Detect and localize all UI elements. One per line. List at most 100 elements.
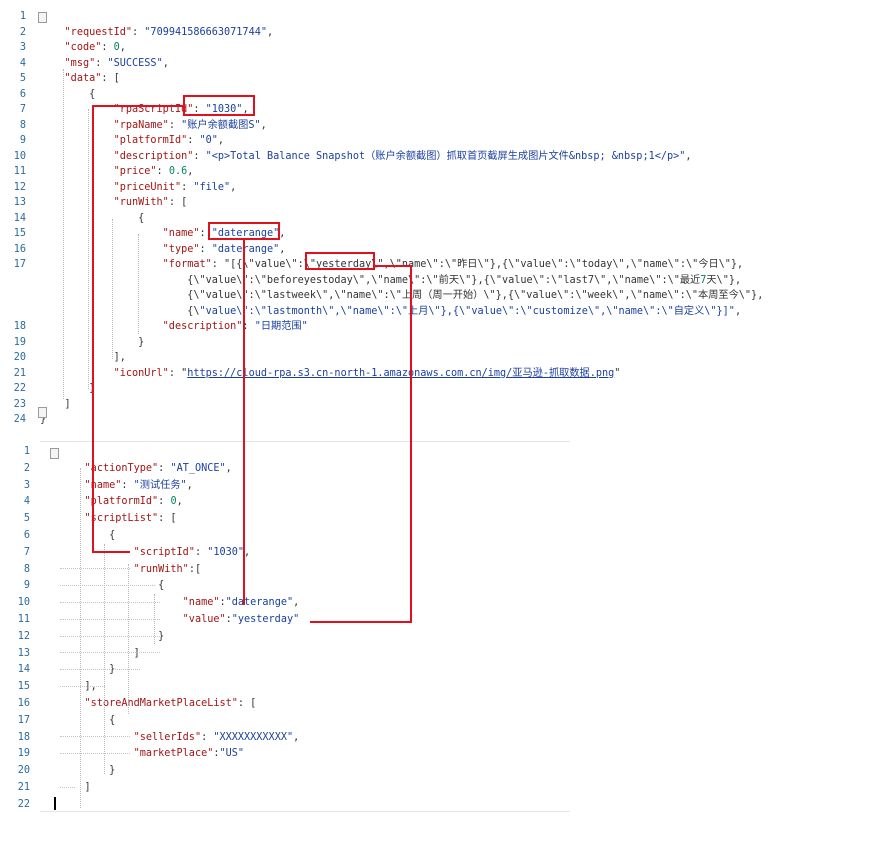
code-text: "msg": "SUCCESS", bbox=[64, 57, 169, 69]
code-line[interactable]: 17 "format": "[{\"value\":\"yesterday\",… bbox=[0, 257, 883, 272]
code-line[interactable]: 4 "platformId": 0, bbox=[0, 494, 570, 509]
code-line[interactable]: 21 ] bbox=[0, 780, 570, 795]
code-line[interactable]: 20 } bbox=[0, 763, 570, 778]
line-number: 2 bbox=[23, 462, 30, 474]
code-line[interactable]: 6 { bbox=[0, 87, 883, 102]
code-line[interactable]: 12 } bbox=[0, 629, 570, 644]
code-line[interactable]: 11 "price": 0.6, bbox=[0, 164, 883, 179]
code-line[interactable]: 1 bbox=[0, 9, 883, 24]
code-text: } bbox=[40, 383, 96, 394]
code-text: { bbox=[138, 212, 145, 224]
code-line[interactable]: 8 "rpaName": "账户余额截图S", bbox=[0, 118, 883, 133]
code-line[interactable]: 22 bbox=[0, 797, 570, 812]
code-line[interactable]: 19 "marketPlace":"US" bbox=[0, 746, 570, 761]
code-text: {\"value\":\"lastweek\",\"name\":\"上周（周一… bbox=[40, 290, 764, 301]
code-line[interactable]: {\"value\":\"beforeyestoday\",\"name\":\… bbox=[0, 273, 883, 288]
code-line[interactable]: 12 "priceUnit": "file", bbox=[0, 180, 883, 195]
indent-guide bbox=[88, 109, 89, 389]
whitespace-marker bbox=[60, 585, 155, 586]
code-text: ], bbox=[40, 352, 126, 363]
line-number: 6 bbox=[23, 530, 30, 541]
code-line[interactable]: {\"value\":\"lastmonth\",\"name\":\"上月\"… bbox=[0, 304, 883, 319]
code-line[interactable]: 7 "scriptId": "1030", bbox=[0, 545, 570, 560]
line-number: 12 bbox=[13, 181, 26, 193]
code-line[interactable]: 16 "type": "daterange", bbox=[0, 242, 883, 257]
code-line[interactable]: 11 "value":"yesterday" bbox=[0, 612, 570, 627]
value-yesterday-highlight-box bbox=[305, 252, 375, 270]
code-line[interactable]: 15 "name": "daterange", bbox=[0, 226, 883, 241]
code-line[interactable]: 13 "runWith": [ bbox=[0, 195, 883, 210]
code-text: "description": "<p>Total Balance Snapsho… bbox=[113, 150, 692, 162]
code-text: "sellerIds": "XXXXXXXXXXX", bbox=[133, 731, 300, 743]
code-line[interactable]: 3 "code": 0, bbox=[0, 40, 883, 55]
code-line[interactable]: 21 "iconUrl": "https://cloud-rpa.s3.cn-n… bbox=[0, 366, 883, 381]
indent-guide bbox=[128, 564, 129, 714]
connector-line bbox=[410, 265, 412, 623]
code-text: "platformId": "0", bbox=[113, 135, 225, 146]
code-text: "storeAndMarketPlaceList": [ bbox=[84, 698, 257, 709]
line-number: 8 bbox=[23, 563, 30, 575]
code-line[interactable]: 16 "storeAndMarketPlaceList": [ bbox=[0, 696, 570, 711]
line-number: 21 bbox=[13, 367, 26, 379]
line-number: 13 bbox=[13, 197, 26, 208]
code-line[interactable]: 20 ], bbox=[0, 350, 883, 365]
code-line[interactable]: 2 "requestId": "709941586663071744", bbox=[0, 25, 883, 40]
code-line[interactable]: 23 ] bbox=[0, 397, 883, 412]
line-number: 14 bbox=[13, 212, 26, 224]
code-line[interactable]: 14 { bbox=[0, 211, 883, 226]
line-number: 10 bbox=[13, 150, 26, 162]
code-line[interactable]: 9 "platformId": "0", bbox=[0, 133, 883, 148]
code-line[interactable]: 24} bbox=[0, 412, 883, 427]
code-line[interactable]: 18 "description": "日期范围" bbox=[0, 319, 883, 334]
line-number: 13 bbox=[17, 647, 30, 659]
code-line[interactable]: {\"value\":\"lastweek\",\"name\":\"上周（周一… bbox=[0, 288, 883, 303]
code-text: { bbox=[60, 530, 116, 541]
line-number: 4 bbox=[23, 496, 30, 508]
line-number: 21 bbox=[17, 782, 30, 793]
code-line[interactable]: 19 } bbox=[0, 335, 883, 350]
line-number: 22 bbox=[17, 798, 30, 810]
code-line[interactable]: 13 ] bbox=[0, 646, 570, 661]
code-text: } bbox=[138, 336, 145, 348]
fold-toggle-icon[interactable] bbox=[38, 12, 47, 23]
code-text: ] bbox=[60, 647, 140, 659]
code-line[interactable]: 17 { bbox=[0, 713, 570, 728]
whitespace-marker bbox=[60, 753, 130, 754]
code-line[interactable]: 10 "description": "<p>Total Balance Snap… bbox=[0, 149, 883, 164]
code-line[interactable]: 22 } bbox=[0, 381, 883, 396]
code-text: "code": 0, bbox=[64, 42, 126, 53]
code-line[interactable]: 9 { bbox=[0, 578, 570, 593]
code-text: { bbox=[60, 714, 116, 726]
code-line[interactable]: 3 "name": "测试任务", bbox=[0, 478, 570, 493]
line-number: 12 bbox=[17, 630, 30, 642]
code-line[interactable]: 8 "runWith":[ bbox=[0, 562, 570, 577]
code-line[interactable]: 10 "name":"daterange", bbox=[0, 595, 570, 610]
line-number: 3 bbox=[23, 479, 30, 491]
code-text: "format": "[{\"value\":\"yesterday\",\"n… bbox=[162, 259, 744, 270]
line-number: 6 bbox=[19, 88, 26, 100]
code-line[interactable]: 2 "actionType": "AT_ONCE", bbox=[0, 461, 570, 476]
fold-toggle-icon[interactable] bbox=[50, 448, 59, 459]
connector-line bbox=[374, 265, 412, 267]
code-text: "value":"yesterday" bbox=[182, 614, 300, 625]
code-line[interactable]: 1 bbox=[0, 444, 570, 459]
indent-guide bbox=[138, 234, 139, 334]
code-text: "name": "测试任务", bbox=[84, 479, 193, 491]
line-number: 20 bbox=[17, 765, 30, 777]
code-text: "rpaScriptId": "1030", bbox=[113, 104, 249, 115]
code-text: "description": "日期范围" bbox=[162, 321, 308, 332]
whitespace-marker bbox=[60, 787, 75, 788]
fold-toggle-icon[interactable] bbox=[38, 407, 47, 418]
code-line[interactable]: 4 "msg": "SUCCESS", bbox=[0, 56, 883, 71]
code-text: "actionType": "AT_ONCE", bbox=[84, 462, 232, 474]
code-line[interactable]: 6 { bbox=[0, 528, 570, 543]
indent-guide bbox=[112, 219, 113, 359]
code-line[interactable]: 7 "rpaScriptId": "1030", bbox=[0, 102, 883, 117]
whitespace-marker bbox=[60, 652, 160, 653]
code-line[interactable]: 5 "data": [ bbox=[0, 71, 883, 86]
code-line[interactable]: 18 "sellerIds": "XXXXXXXXXXX", bbox=[0, 730, 570, 745]
line-number: 8 bbox=[19, 119, 26, 131]
code-line[interactable]: 5 "scriptList": [ bbox=[0, 511, 570, 526]
